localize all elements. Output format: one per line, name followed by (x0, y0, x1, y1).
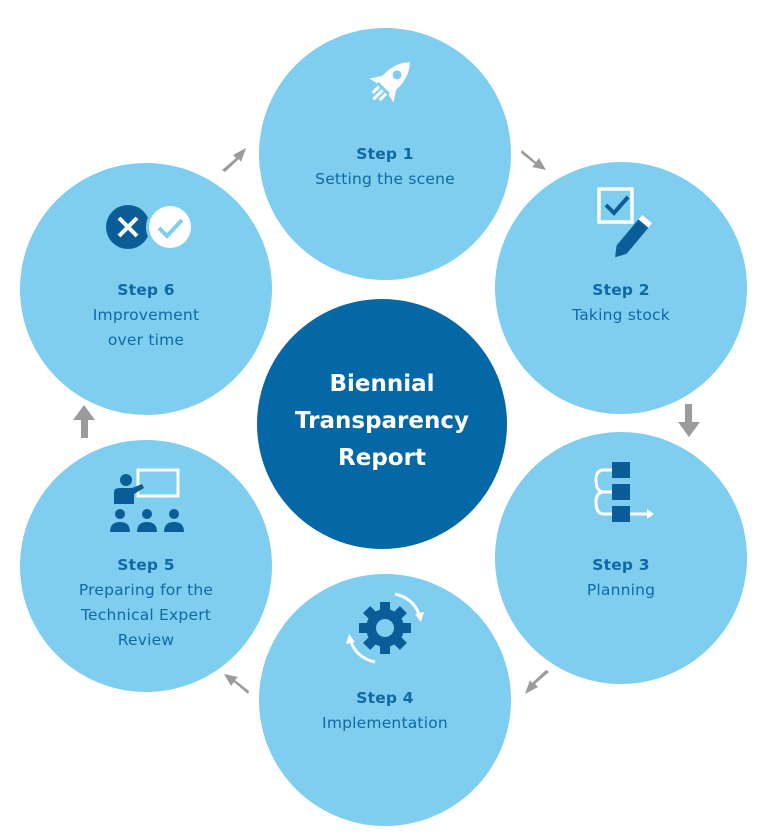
presentation-audience-icon (110, 468, 184, 532)
step-5-description-line-2: Technical Expert (80, 606, 212, 624)
step-2-label: Step 2 Taking stock (521, 278, 721, 328)
step-5-title: Step 5 (117, 556, 175, 574)
step-5-description-line-3: Review (117, 631, 175, 649)
step-3-title: Step 3 (592, 556, 650, 574)
step-6-description-line-2: over time (107, 331, 185, 349)
step-6-title: Step 6 (117, 281, 175, 299)
step-6-circle (20, 163, 272, 415)
center-title-line-2: Transparency (294, 408, 470, 434)
center-circle (257, 299, 507, 549)
arrow-step5-to-step6 (73, 405, 95, 438)
step-6-label: Step 6 Improvement over time (46, 278, 246, 353)
step-4-label: Step 4 Implementation (285, 686, 485, 736)
step-2-title: Step 2 (592, 281, 650, 299)
center-title-line-3: Report (338, 445, 426, 471)
gear-cycle-icon (346, 592, 424, 664)
arrow-step6-to-step1 (222, 148, 246, 172)
arrow-step3-to-step4 (525, 670, 549, 694)
arrow-step2-to-step3 (678, 404, 700, 437)
step-5-circle (20, 440, 272, 692)
planning-flow-icon (594, 462, 654, 522)
rocket-icon (369, 62, 410, 103)
step-3-description: Planning (586, 581, 656, 599)
center-title: Biennial Transparency Report (257, 366, 507, 477)
arrow-step4-to-step5 (224, 674, 249, 694)
cross-check-icon (106, 203, 194, 251)
step-6-description-line-1: Improvement (92, 306, 200, 324)
step-4-title: Step 4 (356, 689, 414, 707)
step-1-description: Setting the scene (315, 170, 455, 188)
center-title-line-1: Biennial (329, 371, 435, 397)
checklist-pencil-icon (597, 187, 653, 258)
step-3-label: Step 3 Planning (521, 553, 721, 603)
step-5-description-line-1: Preparing for the (78, 581, 214, 599)
step-5-label: Step 5 Preparing for the Technical Exper… (46, 553, 246, 653)
step-4-description: Implementation (322, 714, 448, 732)
step-1-label: Step 1 Setting the scene (285, 142, 485, 192)
arrow-step1-to-step2 (521, 150, 546, 170)
step-1-circle (259, 28, 511, 280)
step-1-title: Step 1 (356, 145, 414, 163)
step-2-description: Taking stock (572, 306, 670, 324)
